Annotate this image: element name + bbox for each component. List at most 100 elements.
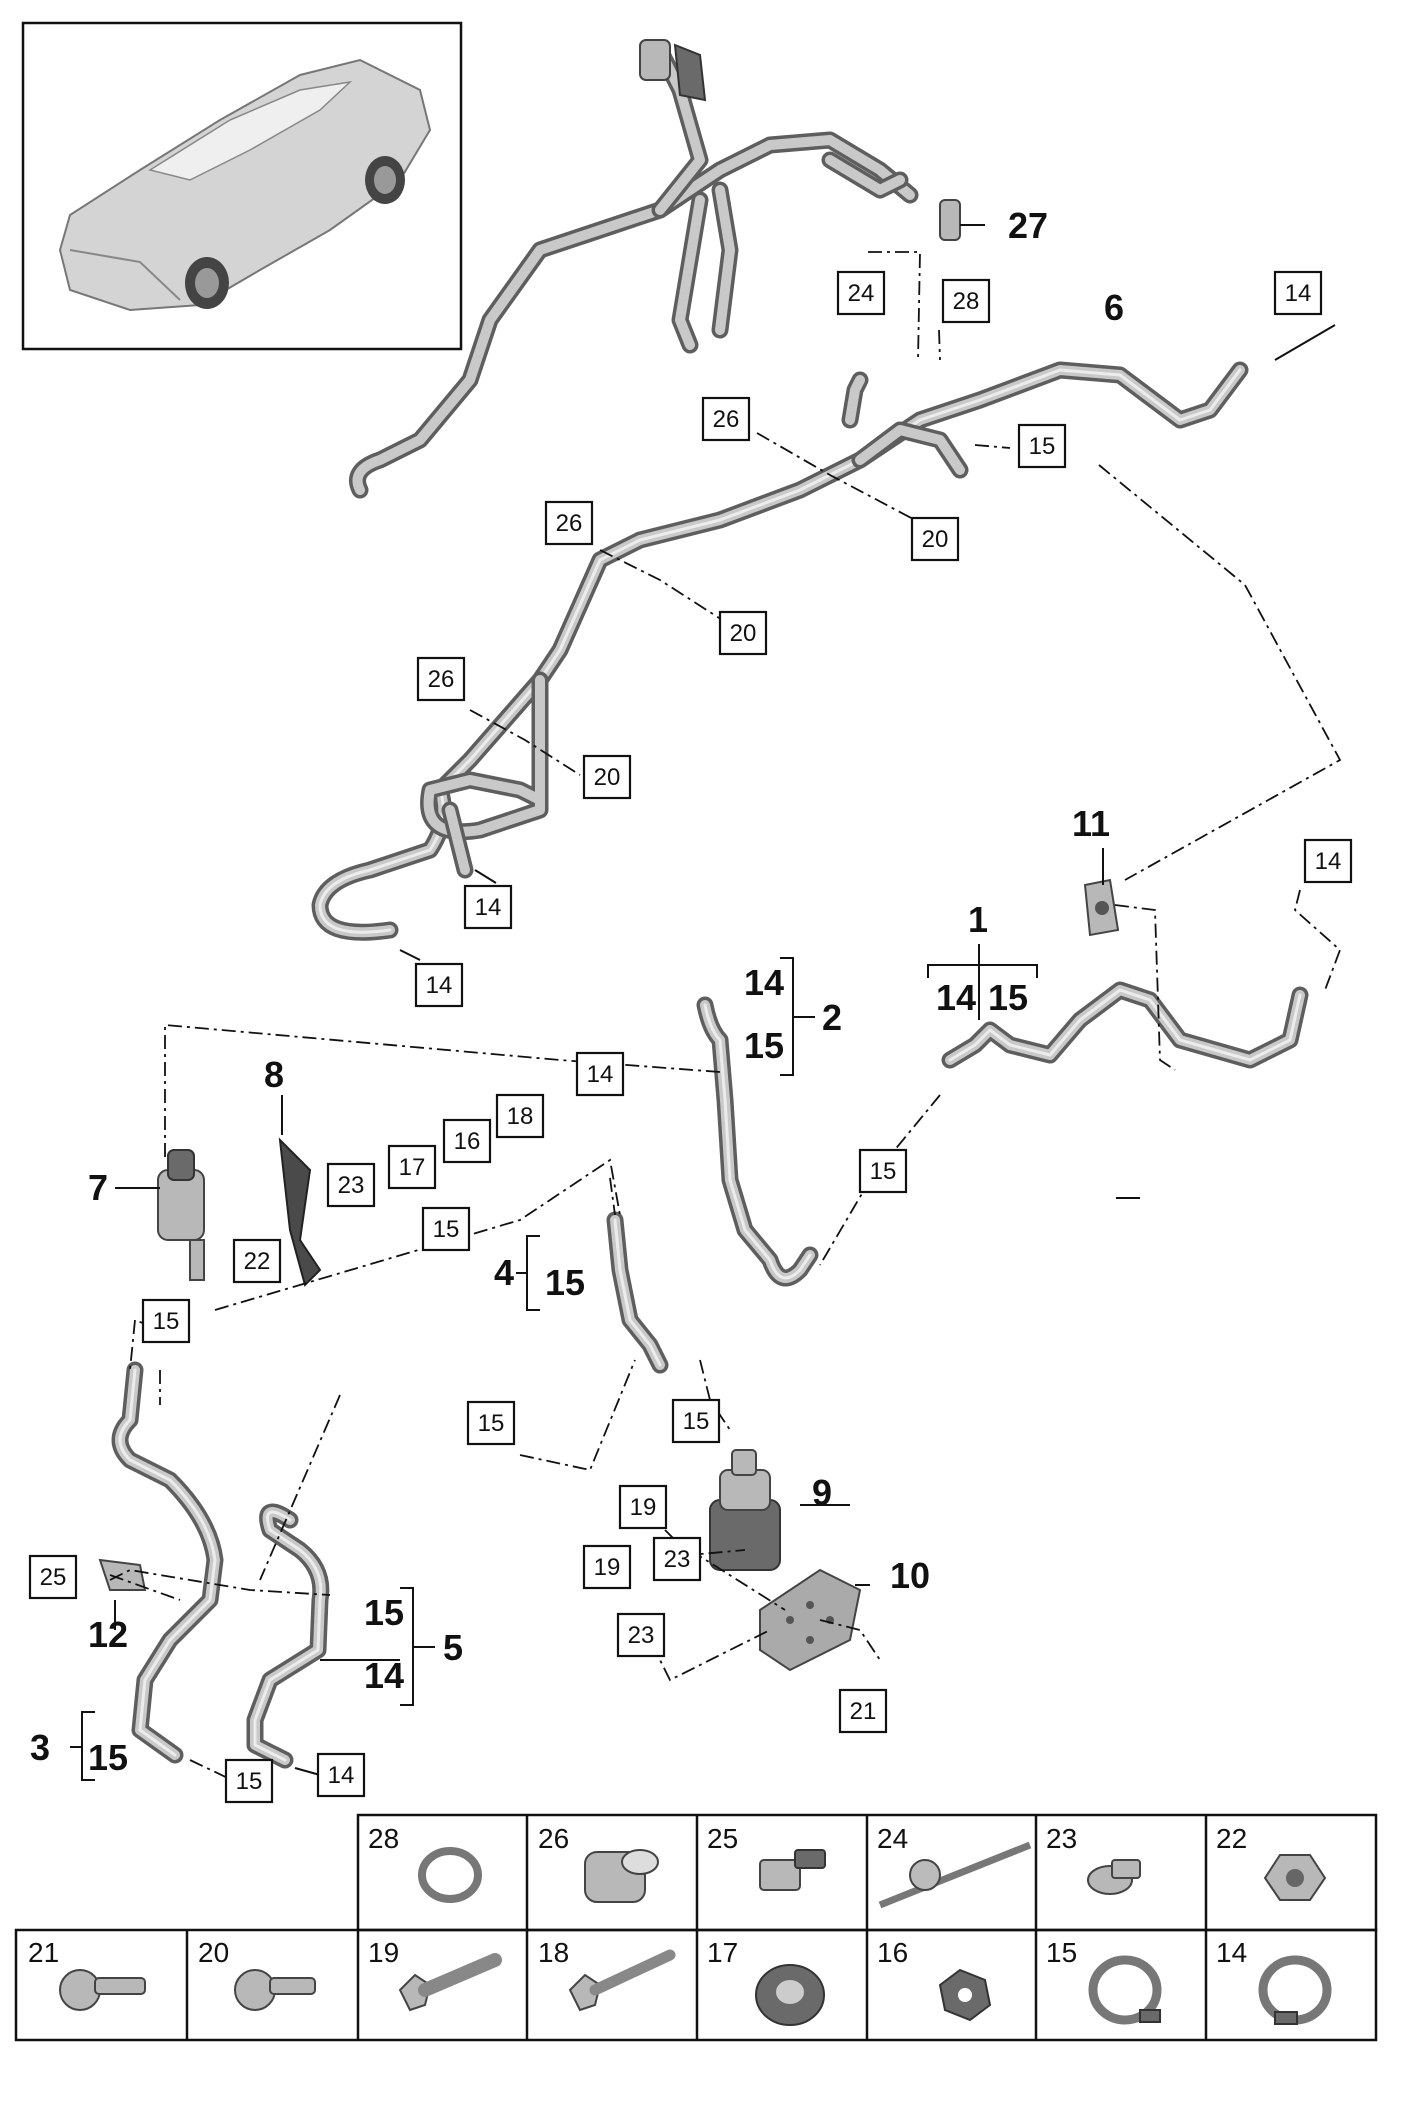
callout-boxes: 24 28 14 26 15 20 26 20 26 20 14 14 14 1… [28, 270, 1353, 1804]
label-2-14: 14 [744, 962, 784, 1003]
label-15g: 15 [236, 1768, 263, 1795]
pipe-3 [111, 1361, 224, 1764]
label-15a: 15 [1029, 433, 1056, 460]
label-4-15: 15 [545, 1262, 585, 1303]
upper-pipe-assembly [349, 39, 919, 499]
label-23a: 23 [338, 1172, 365, 1199]
label-15f: 15 [478, 1410, 505, 1437]
part-16-washer [938, 1968, 992, 2022]
label-14e: 14 [587, 1061, 614, 1088]
grid-num-18: 18 [538, 1937, 569, 1968]
clip-12 [98, 1558, 147, 1591]
grid-num-22: 22 [1216, 1823, 1247, 1854]
pump-9 [709, 1449, 781, 1571]
label-1-15: 15 [988, 977, 1028, 1018]
label-5-15: 15 [364, 1592, 404, 1633]
label-14f: 14 [328, 1762, 355, 1789]
part-22-nut [1263, 1854, 1327, 1901]
part-19-bolt [398, 1953, 502, 2012]
label-5-14: 14 [364, 1655, 404, 1696]
label-3: 3 [30, 1727, 50, 1768]
label-15d: 15 [153, 1308, 180, 1335]
label-26b: 26 [556, 510, 583, 537]
label-14c: 14 [426, 972, 453, 999]
part-23-grommet [1087, 1859, 1141, 1895]
label-20c: 20 [594, 764, 621, 791]
part-15-hose-clamp [1088, 1955, 1162, 2025]
label-19b: 19 [594, 1554, 621, 1581]
label-2-15: 15 [744, 1025, 784, 1066]
grid-num-21: 21 [28, 1937, 59, 1968]
grid-num-23: 23 [1046, 1823, 1077, 1854]
part-numbers: 27 6 11 1 14 15 14 15 2 8 7 4 15 9 10 12… [30, 205, 1124, 1781]
label-15b: 15 [870, 1158, 897, 1185]
label-26c: 26 [428, 666, 455, 693]
part-14-hose-clamp [1258, 1955, 1332, 2025]
label-11: 11 [1072, 803, 1110, 844]
part-18-bolt [568, 1949, 676, 2012]
grid-num-25: 25 [707, 1823, 738, 1854]
pipe-5 [246, 1503, 330, 1769]
label-28: 28 [953, 288, 980, 315]
label-1: 1 [968, 899, 988, 940]
label-15c: 15 [433, 1216, 460, 1243]
part-17-rubber-mount [755, 1964, 825, 2026]
grid-num-15: 15 [1046, 1937, 1077, 1968]
label-23c: 23 [628, 1622, 655, 1649]
label-20a: 20 [922, 526, 949, 553]
label-6: 6 [1104, 287, 1124, 328]
label-26a: 26 [713, 406, 740, 433]
grid-num-28: 28 [368, 1823, 399, 1854]
part-21-screw [59, 1969, 146, 2011]
grid-num-14: 14 [1216, 1937, 1247, 1968]
label-2: 2 [822, 997, 842, 1038]
label-4: 4 [494, 1252, 514, 1293]
bracket-11 [1083, 878, 1120, 937]
label-5: 5 [443, 1627, 463, 1668]
label-10: 10 [890, 1555, 930, 1596]
label-1-14: 14 [936, 977, 976, 1018]
label-14b: 14 [475, 894, 502, 921]
label-25: 25 [40, 1564, 67, 1591]
label-21: 21 [850, 1698, 877, 1725]
valve-7 [157, 1149, 205, 1281]
part-25-bolt-clip [759, 1849, 826, 1891]
label-9: 9 [812, 1472, 832, 1513]
part-28-seal-ring [418, 1847, 482, 1903]
label-18: 18 [507, 1103, 534, 1130]
label-7: 7 [88, 1167, 108, 1208]
label-19a: 19 [630, 1494, 657, 1521]
label-14a: 14 [1285, 280, 1312, 307]
car-thumbnail [21, 21, 463, 351]
grid-num-16: 16 [877, 1937, 908, 1968]
label-23b: 23 [664, 1546, 691, 1573]
pipe-2 [696, 996, 819, 1287]
bracket-10 [759, 1568, 862, 1672]
label-24: 24 [848, 280, 875, 307]
label-16: 16 [454, 1128, 481, 1155]
sensor-27 [939, 199, 961, 241]
main-pipe-6 [311, 199, 1249, 941]
label-8: 8 [264, 1054, 284, 1095]
grid-num-17: 17 [707, 1937, 738, 1968]
label-15e: 15 [683, 1408, 710, 1435]
label-17: 17 [399, 1154, 426, 1181]
label-20b: 20 [730, 620, 757, 647]
pipe-1 [941, 981, 1309, 1069]
heat-shield-8 [278, 1137, 322, 1287]
label-14d: 14 [1315, 848, 1342, 875]
label-27: 27 [1008, 205, 1048, 246]
part-26-spacer [584, 1849, 659, 1903]
parts-grid: 28 26 25 24 23 22 21 20 19 18 17 16 15 1… [14, 1813, 1378, 2042]
part-24-cable-tie-clip [878, 1841, 1032, 1909]
grid-num-26: 26 [538, 1823, 569, 1854]
grid-num-19: 19 [368, 1937, 399, 1968]
grid-num-20: 20 [198, 1937, 229, 1968]
part-20-screw [234, 1969, 316, 2011]
grid-num-24: 24 [877, 1823, 908, 1854]
label-12: 12 [88, 1614, 128, 1655]
label-22: 22 [244, 1248, 271, 1275]
pipe-4 [606, 1211, 669, 1374]
label-3-15: 15 [88, 1737, 128, 1778]
